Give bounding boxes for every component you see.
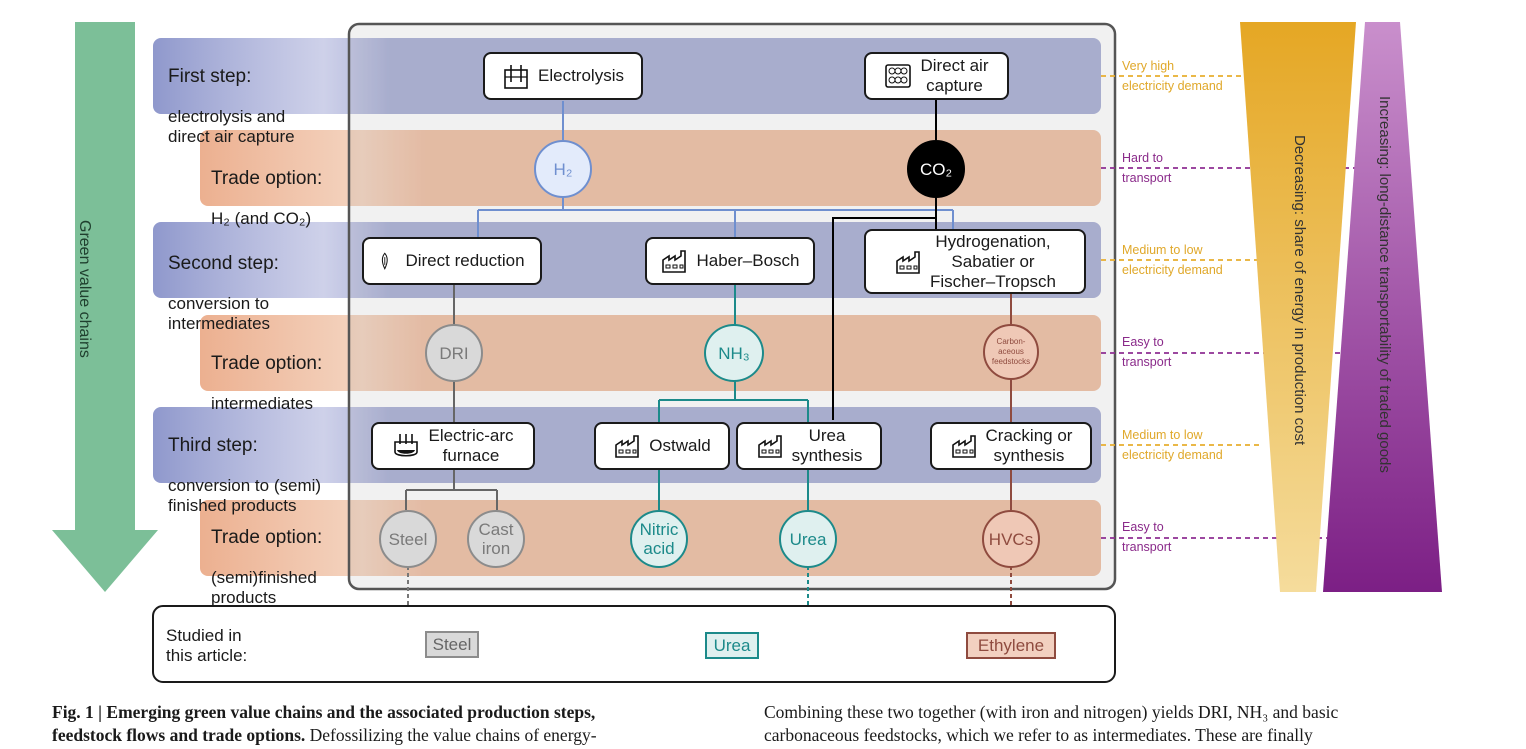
urea-synthesis-label: Urea synthesis bbox=[791, 426, 863, 465]
studied-urea: Urea bbox=[705, 632, 759, 659]
row-title: Trade option: bbox=[211, 353, 323, 374]
figure-caption-right: Combining these two together (with iron … bbox=[764, 701, 1338, 747]
urea-synthesis-box: Urea synthesis bbox=[736, 422, 882, 470]
row-title: Trade option: bbox=[211, 168, 323, 189]
row-label-first-step: First step: electrolysis and direct air … bbox=[168, 47, 295, 147]
fan-grid-icon bbox=[885, 64, 912, 88]
arc-furnace-icon bbox=[394, 434, 419, 457]
node-h2: H₂ bbox=[534, 140, 592, 198]
factory-icon bbox=[615, 435, 640, 458]
studied-ethylene: Ethylene bbox=[966, 632, 1056, 659]
node-nh3: NH₃ bbox=[704, 324, 764, 382]
electric-arc-furnace-box: Electric-arc furnace bbox=[371, 422, 535, 470]
row-title: Trade option: bbox=[211, 527, 323, 548]
factory-icon bbox=[896, 250, 920, 274]
studied-steel: Steel bbox=[425, 631, 479, 658]
node-co2: CO₂ bbox=[907, 140, 965, 198]
ostwald-box: Ostwald bbox=[594, 422, 730, 470]
tag-hard-to-transport: Hard to transport bbox=[1122, 151, 1172, 185]
chain-frame bbox=[347, 22, 1117, 591]
hydrogenation-box: Hydrogenation, Sabatier or Fischer–Trops… bbox=[864, 229, 1086, 294]
direct-reduction-label: Direct reduction bbox=[405, 251, 525, 270]
direct-reduction-box: Direct reduction bbox=[362, 237, 542, 285]
cracking-box: Cracking or synthesis bbox=[930, 422, 1092, 470]
right-guide-lines bbox=[1101, 75, 1390, 539]
hydrogenation-label: Hydrogenation, Sabatier or Fischer–Trops… bbox=[930, 231, 1056, 291]
caption-right-line1: Combining these two together (with iron … bbox=[764, 702, 1339, 722]
cracking-label: Cracking or synthesis bbox=[985, 426, 1073, 465]
tag-very-high-electricity: Very high electricity demand bbox=[1122, 59, 1223, 93]
electrolysis-box: Electrolysis bbox=[483, 52, 643, 100]
energy-share-bar bbox=[1240, 22, 1356, 592]
node-steel: Steel bbox=[379, 510, 437, 568]
band-trade-intermediates bbox=[200, 315, 1101, 391]
transportability-bar bbox=[1323, 22, 1442, 592]
caption-right-line2: carbonaceous feedstocks, which we refer … bbox=[764, 725, 1313, 745]
flow-connectors bbox=[405, 99, 1012, 630]
direct-air-capture-label: Direct air capture bbox=[920, 56, 989, 95]
ostwald-label: Ostwald bbox=[649, 436, 711, 455]
row-subtitle: conversion to (semi) finished products bbox=[168, 476, 322, 515]
row-label-trade-intermediates: Trade option: intermediates bbox=[211, 334, 322, 414]
haber-bosch-label: Haber–Bosch bbox=[696, 251, 800, 270]
green-value-chain-arrow bbox=[52, 22, 158, 592]
node-carbonaceous-feedstocks: Carbon- aceous feedstocks bbox=[983, 324, 1039, 380]
electrolysis-icon bbox=[504, 65, 528, 89]
factory-icon bbox=[662, 250, 687, 273]
node-cast-iron: Cast iron bbox=[467, 510, 525, 568]
tag-medium-low-electricity: Medium to low electricity demand bbox=[1122, 243, 1223, 277]
caption-line1-bold: Fig. 1 | Emerging green value chains and… bbox=[52, 702, 596, 722]
row-label-third-step: Third step: conversion to (semi) finishe… bbox=[168, 416, 321, 516]
row-subtitle: electrolysis and direct air capture bbox=[168, 107, 295, 146]
band-trade-h2 bbox=[200, 130, 1101, 206]
studied-frame bbox=[152, 605, 1116, 683]
tag-easy-to-transport: Easy to transport bbox=[1122, 335, 1172, 369]
row-subtitle: intermediates bbox=[211, 394, 314, 413]
transportability-label: Increasing: long-distance transportabili… bbox=[1376, 96, 1393, 473]
caption-line2-bold: feedstock flows and trade options. bbox=[52, 725, 306, 745]
factory-icon bbox=[951, 435, 976, 458]
node-urea: Urea bbox=[779, 510, 837, 568]
shaft-furnace-icon bbox=[382, 252, 389, 270]
green-value-chains-label: Green value chains bbox=[76, 220, 93, 358]
node-hvcs: HVCs bbox=[982, 510, 1040, 568]
row-label-trade-h2: Trade option: H₂ (and CO₂) bbox=[211, 149, 322, 229]
row-subtitle: (semi)finished products bbox=[211, 568, 317, 607]
node-dri: DRI bbox=[425, 324, 483, 382]
tag-easy-to-transport: Easy to transport bbox=[1122, 520, 1172, 554]
factory-icon bbox=[757, 435, 782, 458]
studied-label: Studied in this article: bbox=[166, 626, 248, 665]
energy-share-label: Decreasing: share of energy in productio… bbox=[1291, 135, 1308, 446]
direct-air-capture-box: Direct air capture bbox=[864, 52, 1009, 100]
figure-caption-left: Fig. 1 | Emerging green value chains and… bbox=[52, 701, 597, 747]
row-title: Second step: bbox=[168, 253, 279, 274]
electrolysis-label: Electrolysis bbox=[538, 66, 624, 85]
electric-arc-furnace-label: Electric-arc furnace bbox=[428, 426, 514, 465]
caption-line2-rest: Defossilizing the value chains of energy… bbox=[305, 725, 597, 745]
node-nitric-acid: Nitric acid bbox=[630, 510, 688, 568]
row-title: First step: bbox=[168, 66, 252, 87]
row-title: Third step: bbox=[168, 435, 258, 456]
row-subtitle: H₂ (and CO₂) bbox=[211, 209, 312, 228]
tag-medium-low-electricity: Medium to low electricity demand bbox=[1122, 428, 1223, 462]
haber-bosch-box: Haber–Bosch bbox=[645, 237, 815, 285]
row-label-trade-products: Trade option: (semi)finished products bbox=[211, 508, 322, 608]
row-subtitle: conversion to intermediates bbox=[168, 294, 271, 333]
row-label-second-step: Second step: conversion to intermediates bbox=[168, 234, 279, 334]
